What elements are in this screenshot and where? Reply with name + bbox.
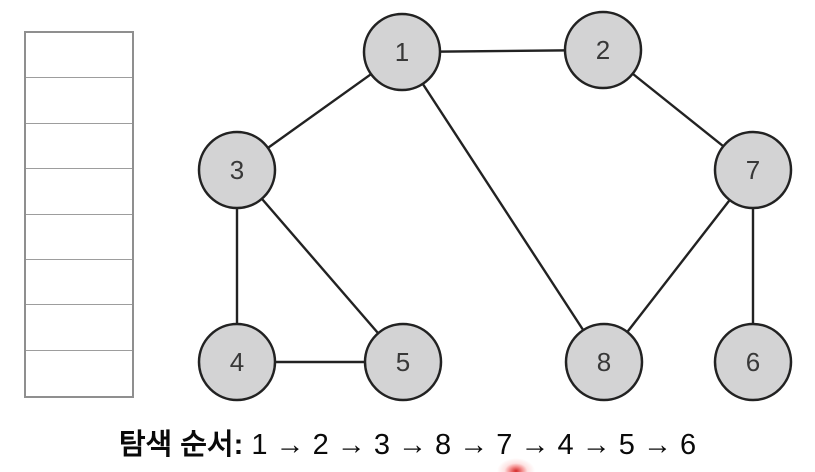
graph-edge-7-8: [603, 169, 754, 363]
graph-node-5: 5: [363, 322, 443, 402]
graph-node-label-2: 2: [596, 35, 610, 65]
graph-node-circle-6: [713, 322, 793, 402]
graph-edge-3-5: [236, 169, 404, 363]
table-row: [26, 305, 132, 351]
visit-table: [24, 31, 134, 398]
graph-node-3: 3: [197, 130, 277, 210]
graph-node-circle-2: [563, 10, 643, 90]
graph-node-circle-7: [713, 130, 793, 210]
caption-sequence: 1 → 2 → 3 → 8 → 7 → 4 → 5 → 6: [251, 429, 697, 461]
graph-node-8: 8: [564, 322, 644, 402]
graph-node-label-3: 3: [230, 155, 244, 185]
caption: 탐색 순서: 1 → 2 → 3 → 8 → 7 → 4 → 5 → 6: [0, 428, 815, 462]
graph-node-circle-1: [362, 12, 442, 92]
table-row: [26, 78, 132, 124]
graph-node-label-7: 7: [746, 155, 760, 185]
graph-node-circle-3: [197, 130, 277, 210]
graph-node-4: 4: [197, 322, 277, 402]
graph-node-7: 7: [713, 130, 793, 210]
graph-node-label-6: 6: [746, 347, 760, 377]
table-row: [26, 169, 132, 215]
graph-node-label-8: 8: [597, 347, 611, 377]
graph-node-1: 1: [362, 12, 442, 92]
graph-node-label-5: 5: [396, 347, 410, 377]
table-row: [26, 260, 132, 306]
graph-node-circle-4: [197, 322, 277, 402]
table-row: [26, 215, 132, 260]
caption-label: 탐색 순서:: [118, 429, 244, 461]
graph-node-2: 2: [563, 10, 643, 90]
table-row: [26, 124, 132, 170]
graph-node-circle-8: [564, 322, 644, 402]
table-row: [26, 33, 132, 79]
graph-edge-1-8: [400, 51, 606, 363]
graph-node-circle-5: [363, 322, 443, 402]
graph-node-6: 6: [713, 322, 793, 402]
graph-node-label-1: 1: [395, 37, 409, 67]
graph-node-label-4: 4: [230, 347, 244, 377]
